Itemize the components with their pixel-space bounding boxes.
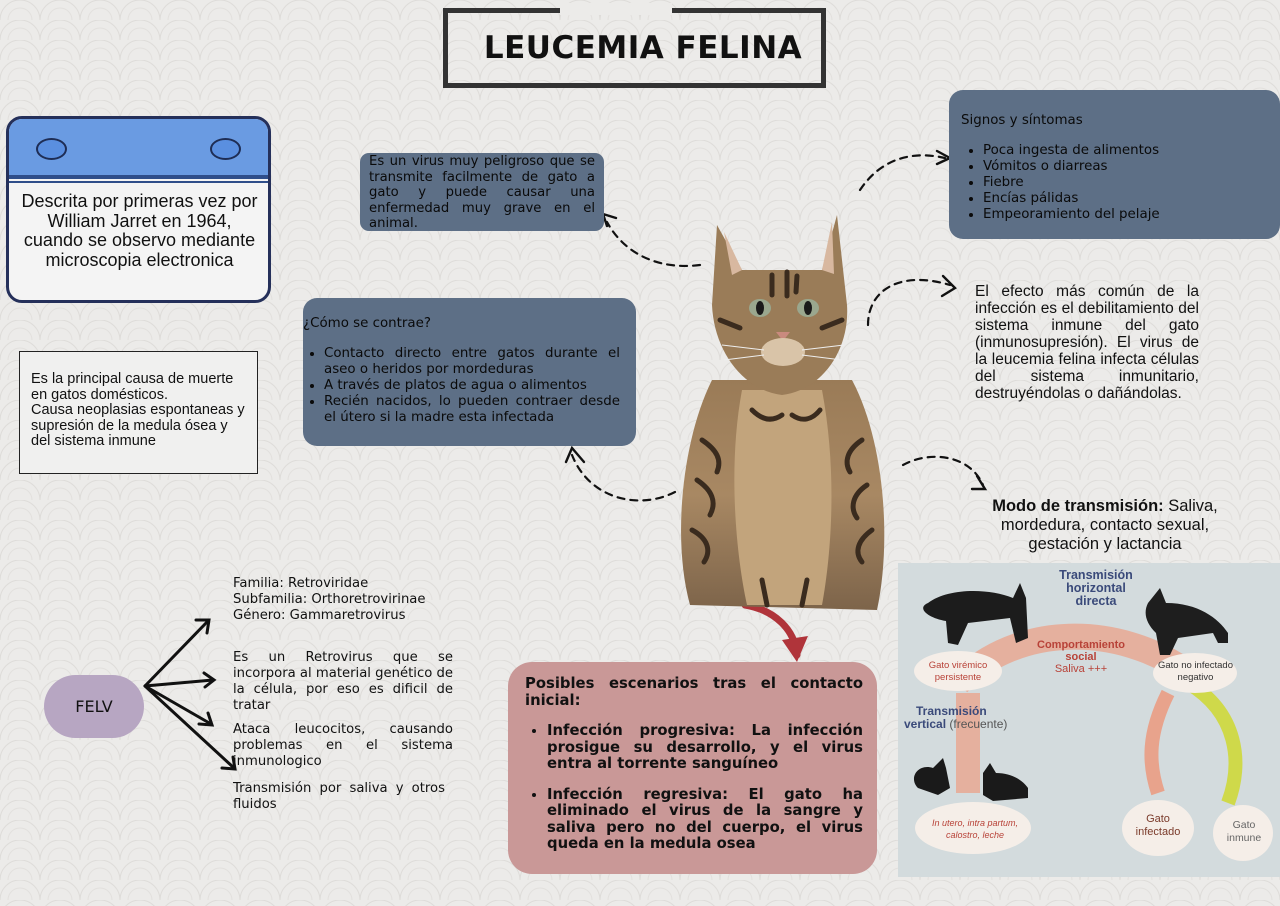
viremico-1: Gato virémico — [928, 660, 988, 671]
causa-line-2: Causa neoplasias espontaneas y supresión… — [31, 402, 245, 449]
viremico-2: persistente — [934, 672, 982, 683]
comportamiento-3: Saliva +++ — [1054, 663, 1108, 675]
modo-label: Modo de transmisión: — [992, 497, 1164, 515]
transmission-infographic: Transmisión horizontal directa Comportam… — [898, 563, 1280, 877]
page-title: LEUCEMIA FELINA — [483, 30, 803, 66]
inmune-label: Gato inmune — [1216, 819, 1272, 845]
felv-taxonomy: Familia: Retroviridae Subfamilia: Orthor… — [233, 576, 458, 624]
vertical-label: Transmisión vertical (frecuente) — [904, 705, 1007, 731]
causa-line-1: Es la principal causa de muerte en gatos… — [31, 371, 234, 403]
kitten-silhouette-2-icon — [983, 763, 1028, 801]
felv-bubble: FELV — [44, 675, 144, 738]
contagio-title: ¿Cómo se contrae? — [303, 316, 431, 331]
escenarios-box: Posibles escenarios tras el contacto ini… — [508, 662, 877, 874]
calendar-ring-left-icon — [36, 138, 67, 160]
inmune-1: Gato — [1232, 819, 1256, 831]
comportamiento-label: Comportamiento social Saliva +++ — [1026, 639, 1136, 675]
calendar-divider — [9, 175, 268, 179]
subfamilia-text: Subfamilia: Orthoretrovirinae — [233, 592, 426, 607]
efecto-bold-1: gato — [1168, 317, 1199, 334]
horizontal-label: Transmisión horizontal directa — [1046, 569, 1146, 608]
viremico-label: Gato virémico persistente — [918, 660, 998, 684]
escenarios-list: Infección progresiva: La infección prosi… — [525, 722, 863, 853]
signos-list: Poca ingesta de alimentos Vómitos o diar… — [961, 143, 1270, 223]
history-text: Descrita por primeras vez por William Ja… — [21, 191, 258, 270]
contagio-list: Contacto directo entre gatos durante el … — [303, 346, 620, 426]
felv-transmision-text: Transmisión por saliva y otros fluidos — [233, 781, 445, 812]
efecto-part-2: (inmunosupresión). El virus de la — [975, 334, 1199, 368]
felv-ataca-text: Ataca leucocitos, causando problemas en … — [233, 722, 453, 769]
list-item: Encías pálidas — [983, 191, 1270, 207]
modo-transmision-text: Modo de transmisión: Saliva, mordedura, … — [985, 497, 1225, 554]
utero-label: In utero, intra partum, calostro, leche — [920, 817, 1030, 841]
calendar-ring-right-icon — [210, 138, 241, 160]
list-item: Recién nacidos, lo pueden contraer desde… — [324, 394, 620, 426]
efecto-bold-2: leucemia felina — [991, 351, 1096, 368]
list-item: Empeoramiento del pelaje — [983, 207, 1270, 223]
familia-text: Familia: Retroviridae — [233, 576, 369, 591]
efecto-part-3: infecta células del sistema inmunitario,… — [975, 351, 1199, 402]
felv-retrovirus-text: Es un Retrovirus que se incorpora al mat… — [233, 650, 453, 713]
vertical-1: Transmisión — [916, 704, 987, 718]
calendar-divider-thin — [9, 181, 268, 183]
list-item: Poca ingesta de alimentos — [983, 143, 1270, 159]
comportamiento-1: Comportamiento — [1037, 639, 1125, 651]
title-frame-gap — [560, 3, 672, 15]
horizontal-label-1: Transmisión — [1059, 568, 1133, 582]
kitten-silhouette-1-icon — [913, 758, 950, 795]
infographic-graphics — [898, 563, 1280, 877]
utero-1: In utero, intra partum, — [931, 818, 1019, 828]
no-infectado-1: Gato no infectado — [1158, 660, 1233, 671]
causa-box: Es la principal causa de muerte en gatos… — [19, 351, 258, 474]
list-item: A través de platos de agua o alimentos — [324, 378, 620, 394]
genero-text: Género: Gammaretrovirus — [233, 608, 406, 623]
signos-box: Signos y síntomas Poca ingesta de alimen… — [949, 90, 1280, 239]
infectado-label: Gato infectado — [1126, 813, 1190, 839]
signos-title: Signos y síntomas — [961, 113, 1083, 128]
virus-description-box: Es un virus muy peligroso que se transmi… — [360, 153, 604, 231]
vertical-3: (frecuente) — [949, 717, 1008, 731]
efecto-text: El efecto más común de la infección es e… — [975, 283, 1199, 402]
no-infectado-label: Gato no infectado negativo — [1148, 660, 1243, 684]
cat-photo — [681, 215, 885, 610]
list-item: Infección regresiva: El gato ha eliminad… — [547, 786, 863, 853]
history-calendar-card: Descrita por primeras vez por William Ja… — [6, 116, 271, 303]
vertical-2: vertical — [904, 717, 947, 731]
cat-silhouette-right-icon — [1145, 588, 1228, 655]
efecto-part-1: El efecto más común de la infección es e… — [975, 283, 1199, 334]
cat-silhouette-left-icon — [923, 583, 1028, 645]
list-item: Contacto directo entre gatos durante el … — [324, 346, 620, 378]
list-item: Vómitos o diarreas — [983, 159, 1270, 175]
contagio-box: ¿Cómo se contrae? Contacto directo entre… — [303, 298, 636, 446]
no-infectado-2: negativo — [1177, 672, 1214, 683]
list-item: Infección progresiva: La infección prosi… — [547, 722, 863, 773]
inmune-2: inmune — [1226, 832, 1262, 844]
utero-2: calostro, leche — [945, 830, 1005, 840]
list-item: Fiebre — [983, 175, 1270, 191]
infectado-2: infectado — [1135, 826, 1181, 838]
modo-value: Saliva, mordedura, contacto sexual, gest… — [1000, 497, 1218, 553]
escenarios-title: Posibles escenarios tras el contacto ini… — [525, 675, 863, 709]
comportamiento-2: social — [1065, 651, 1097, 663]
horizontal-label-2: horizontal directa — [1066, 581, 1126, 608]
infectado-1: Gato — [1146, 813, 1170, 825]
